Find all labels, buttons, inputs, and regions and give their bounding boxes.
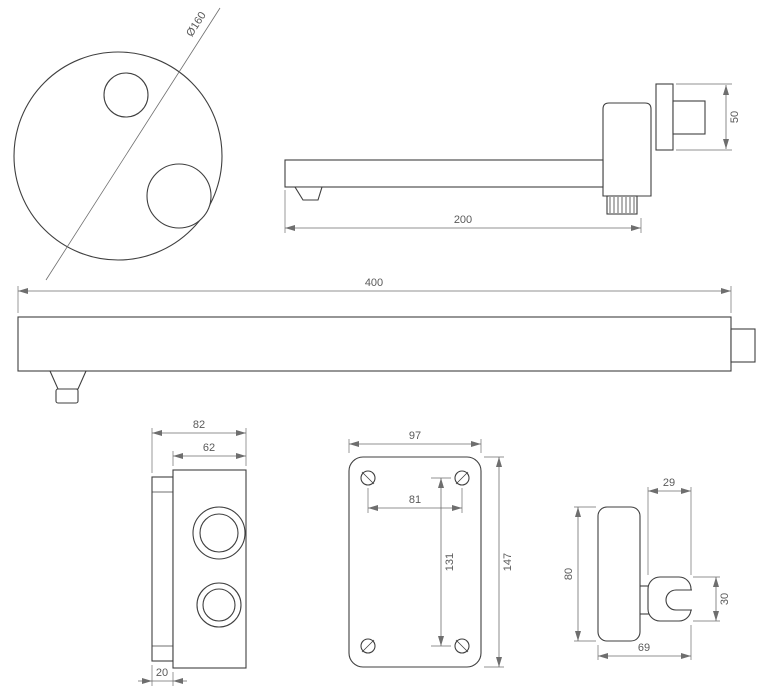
hole-slot-line [361, 639, 375, 653]
valve-knob-lower-inner [202, 588, 236, 622]
dim-holder-clip-height: 30 [693, 576, 731, 622]
valve-knob-upper-inner [199, 513, 239, 553]
holder-clip-slot [665, 589, 692, 611]
valve-body-view: 82 62 20 [138, 419, 247, 686]
backplate-body [348, 456, 482, 668]
dim-label-backplate-hole-spacing-x: 81 [409, 494, 421, 506]
spout-wall-pipe [672, 100, 706, 135]
valve-side-strip [151, 476, 174, 662]
valve-main-body [172, 469, 247, 669]
dim-backplate-hole-spacing-x: 81 [367, 488, 463, 513]
spout-thread-connector [606, 195, 638, 215]
thread-hatch [609, 197, 635, 213]
backplate-hole [360, 638, 376, 654]
valve-knob-lower-outer [196, 582, 242, 628]
dim-arm-length: 400 [17, 277, 732, 313]
spout-aerator [294, 186, 323, 201]
backplate-holes [360, 470, 470, 654]
arm-end-connector [730, 328, 756, 363]
backplate-hole [454, 470, 470, 486]
valve-knob-upper-outer [192, 506, 246, 560]
dim-label-holder-clip-height: 30 [719, 593, 731, 605]
mounting-plate-view: 97 81 131 147 [348, 430, 514, 668]
dim-holder-bottom-width: 69 [597, 625, 692, 660]
dim-spout-length: 200 [284, 190, 642, 233]
shower-arm-view: 400 [17, 277, 756, 404]
spout-wall-flange [655, 83, 674, 151]
dim-backplate-hole-spacing-y: 131 [431, 477, 456, 647]
spout-arm [284, 159, 604, 188]
backplate-hole [454, 638, 470, 654]
dim-valve-width: 82 [151, 419, 247, 473]
wall-spout-view: 50 200 [284, 83, 741, 233]
dim-label-valve-width: 82 [193, 419, 205, 431]
dim-label-spout-wall-height: 50 [729, 111, 741, 123]
dim-label-plate-diameter: Ø160 [184, 10, 209, 39]
dim-backplate-height: 147 [484, 456, 514, 668]
plate-knob-large-circle [146, 163, 212, 229]
dim-label-arm-length: 400 [365, 277, 383, 289]
dim-label-holder-top-width: 29 [663, 477, 675, 489]
hole-slot-line [455, 471, 469, 485]
dim-label-backplate-width: 97 [409, 430, 421, 442]
arm-nozzle-neck [49, 370, 87, 390]
arm-bar [17, 316, 732, 372]
dim-label-valve-depth: 20 [156, 667, 168, 679]
holder-body [597, 506, 641, 642]
spout-body [602, 102, 652, 197]
dim-label-valve-inner-width: 62 [203, 442, 215, 454]
diameter-leader-line [45, 7, 221, 281]
dim-label-holder-bottom-width: 69 [638, 642, 650, 654]
dim-backplate-width: 97 [348, 430, 482, 453]
hole-slot-line [361, 471, 375, 485]
dim-spout-wall-height: 50 [676, 83, 741, 151]
dim-label-holder-height: 80 [563, 568, 575, 580]
arm-nozzle-tip [55, 388, 79, 404]
dim-label-spout-length: 200 [454, 214, 472, 226]
plate-knob-small-circle [103, 72, 149, 118]
dim-valve-depth: 20 [138, 665, 187, 686]
dim-label-backplate-height: 147 [502, 553, 514, 571]
dim-holder-height: 80 [563, 506, 596, 642]
shower-holder-view: 29 80 30 69 [563, 477, 731, 660]
dim-holder-top-width: 29 [647, 477, 692, 575]
dim-valve-inner-width: 62 [172, 442, 246, 466]
dim-label-backplate-hole-spacing-y: 131 [444, 553, 456, 571]
backplate-hole [360, 470, 376, 486]
hole-slot-line [455, 639, 469, 653]
control-plate-view: Ø160 [13, 7, 223, 281]
